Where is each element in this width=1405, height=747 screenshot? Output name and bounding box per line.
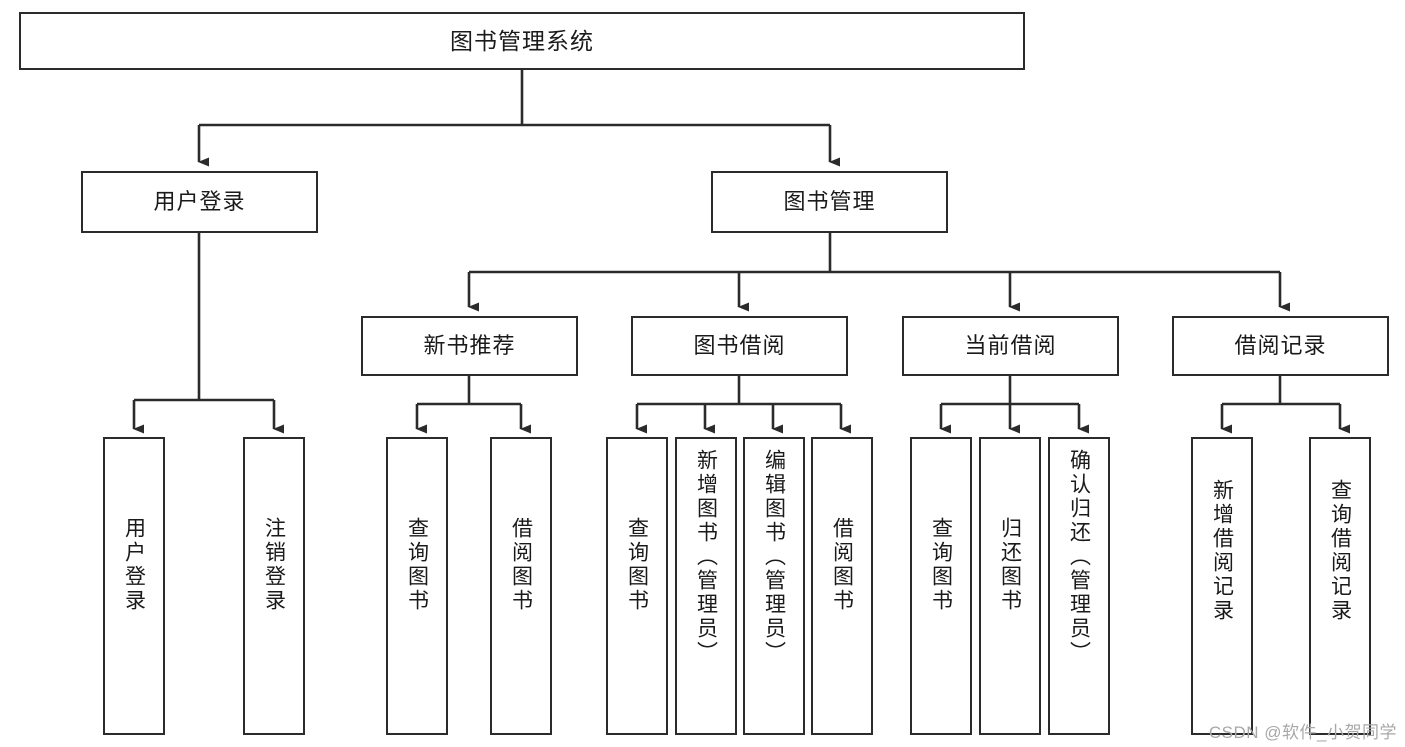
node-label: 查询借阅记录 xyxy=(1328,479,1352,623)
node-label: 用户登录 xyxy=(153,189,246,215)
node-leaf-add-book-admin[interactable]: 新增图书（管理员） xyxy=(675,437,737,735)
node-label: 图书管理系统 xyxy=(450,27,594,54)
node-leaf-query-borrow-record[interactable]: 查询借阅记录 xyxy=(1309,437,1371,735)
node-label: 当前借阅 xyxy=(964,333,1057,359)
edge-current-borrow-to-leaves xyxy=(939,376,1089,434)
edge-book-manage-to-level3 xyxy=(467,233,1290,312)
node-label: 用户登录 xyxy=(122,517,146,613)
node-label: 借阅记录 xyxy=(1234,333,1327,359)
node-leaf-logout[interactable]: 注销登录 xyxy=(243,437,305,735)
node-label: 查询图书 xyxy=(625,517,649,613)
node-label: 确认归还（管理员） xyxy=(1067,449,1091,665)
edge-user-login-to-leaves xyxy=(132,233,284,434)
node-label: 图书借阅 xyxy=(693,333,786,359)
edge-record-to-leaves xyxy=(1220,376,1350,434)
node-label: 查询图书 xyxy=(929,517,953,613)
node-new-book-recommend[interactable]: 新书推荐 xyxy=(361,316,578,376)
node-leaf-borrow-book-borrow[interactable]: 借阅图书 xyxy=(811,437,873,735)
node-leaf-user-login[interactable]: 用户登录 xyxy=(103,437,165,735)
node-leaf-borrow-book-newbook[interactable]: 借阅图书 xyxy=(490,437,552,735)
node-user-login[interactable]: 用户登录 xyxy=(81,171,318,233)
node-leaf-edit-book-admin[interactable]: 编辑图书（管理员） xyxy=(743,437,805,735)
node-label: 新书推荐 xyxy=(423,333,516,359)
node-book-borrow[interactable]: 图书借阅 xyxy=(631,316,848,376)
node-root-book-management-system[interactable]: 图书管理系统 xyxy=(19,12,1025,70)
edge-root-to-level2 xyxy=(197,70,840,167)
node-leaf-query-book-newbook[interactable]: 查询图书 xyxy=(386,437,448,735)
node-leaf-query-book-current[interactable]: 查询图书 xyxy=(910,437,972,735)
node-label: 查询图书 xyxy=(405,517,429,613)
csdn-watermark: CSDN @软件_小贺同学 xyxy=(1208,723,1397,742)
node-label: 图书管理 xyxy=(783,189,876,215)
node-borrow-record[interactable]: 借阅记录 xyxy=(1172,316,1389,376)
edge-new-book-to-leaves xyxy=(415,376,531,434)
node-label: 注销登录 xyxy=(262,517,286,613)
node-label: 借阅图书 xyxy=(509,517,533,613)
node-book-management[interactable]: 图书管理 xyxy=(711,171,948,233)
node-label: 借阅图书 xyxy=(830,517,854,613)
node-leaf-return-book[interactable]: 归还图书 xyxy=(979,437,1041,735)
node-label: 新增图书（管理员） xyxy=(694,449,718,665)
node-label: 新增借阅记录 xyxy=(1210,479,1234,623)
node-leaf-add-borrow-record[interactable]: 新增借阅记录 xyxy=(1191,437,1253,735)
node-leaf-confirm-return-admin[interactable]: 确认归还（管理员） xyxy=(1048,437,1110,735)
edge-borrow-to-leaves xyxy=(635,376,851,434)
node-label: 归还图书 xyxy=(998,517,1022,613)
node-current-borrow[interactable]: 当前借阅 xyxy=(902,316,1119,376)
node-leaf-query-book-borrow[interactable]: 查询图书 xyxy=(606,437,668,735)
node-label: 编辑图书（管理员） xyxy=(762,449,786,665)
